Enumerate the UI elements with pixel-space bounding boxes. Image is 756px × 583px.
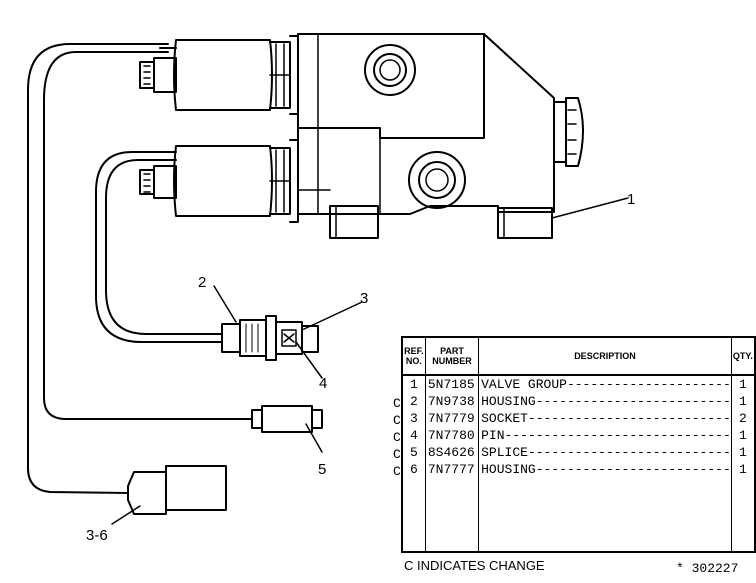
change-marker: C: [393, 413, 401, 428]
ref-no-header: REF. NO.: [401, 336, 426, 376]
drawing-number: * 302227: [676, 561, 739, 576]
ref-no-cell: 6: [401, 461, 426, 478]
description-cell: HOUSING-------------------------: [478, 393, 732, 410]
qty-cell: 1: [730, 393, 756, 410]
qty-cell: 1: [730, 444, 756, 461]
ref-no-cell: 1: [401, 375, 426, 393]
ref-no-cell: 2: [401, 393, 426, 410]
part-number-cell: 5N7185: [424, 375, 480, 393]
description-cell: VALVE GROUP---------------------: [478, 375, 732, 393]
description-header: DESCRIPTION: [478, 336, 732, 376]
change-note: C INDICATES CHANGE: [404, 558, 545, 573]
ref-no-cell: 5: [401, 444, 426, 461]
table-row: 4 7N7780 PIN----------------------------…: [401, 427, 756, 444]
callout-3-6: 3-6: [86, 527, 108, 544]
change-marker: C: [393, 464, 401, 479]
table-header-row: REF. NO. PART NUMBER DESCRIPTION QTY.: [401, 336, 756, 376]
part-number-cell: 8S4626: [424, 444, 480, 461]
change-marker: C: [393, 447, 401, 462]
table-row: 5 8S4626 SPLICE-------------------------…: [401, 444, 756, 461]
ref-no-cell: 3: [401, 410, 426, 427]
part-number-cell: 7N9738: [424, 393, 480, 410]
splice: [251, 405, 323, 433]
change-marker: C: [393, 430, 401, 445]
description-cell: SOCKET--------------------------: [478, 410, 732, 427]
qty-cell: 1: [730, 375, 756, 393]
callout-5: 5: [318, 461, 326, 478]
callout-2: 2: [198, 274, 206, 291]
description-cell: HOUSING-------------------------: [478, 461, 732, 478]
table-row: 6 7N7777 HOUSING------------------------…: [401, 461, 756, 478]
part-number-cell: 7N7777: [424, 461, 480, 478]
description-cell: PIN-----------------------------: [478, 427, 732, 444]
valve-body: [297, 33, 584, 239]
part-number-header: PART NUMBER: [424, 336, 480, 376]
table-row: 2 7N9738 HOUSING------------------------…: [401, 393, 756, 410]
table-row: 3 7N7779 SOCKET-------------------------…: [401, 410, 756, 427]
qty-header: QTY.: [730, 336, 756, 376]
qty-cell: 2: [730, 410, 756, 427]
parts-list-table: REF. NO. PART NUMBER DESCRIPTION QTY. 1 …: [401, 336, 756, 553]
ref-no-cell: 4: [401, 427, 426, 444]
qty-cell: 1: [730, 461, 756, 478]
connector-assembly: [221, 315, 319, 361]
table-blank-row: [401, 478, 756, 552]
callout-1: 1: [627, 191, 635, 208]
part-number-cell: 7N7779: [424, 410, 480, 427]
leader-lines: [111, 197, 629, 525]
end-housing: [127, 465, 227, 515]
change-marker: C: [393, 396, 401, 411]
table-row: 1 5N7185 VALVE GROUP--------------------…: [401, 375, 756, 393]
qty-cell: 1: [730, 427, 756, 444]
wiring-harness: [27, 43, 253, 494]
callout-4: 4: [319, 375, 327, 392]
callout-3: 3: [360, 290, 368, 307]
description-cell: SPLICE--------------------------: [478, 444, 732, 461]
part-number-cell: 7N7780: [424, 427, 480, 444]
